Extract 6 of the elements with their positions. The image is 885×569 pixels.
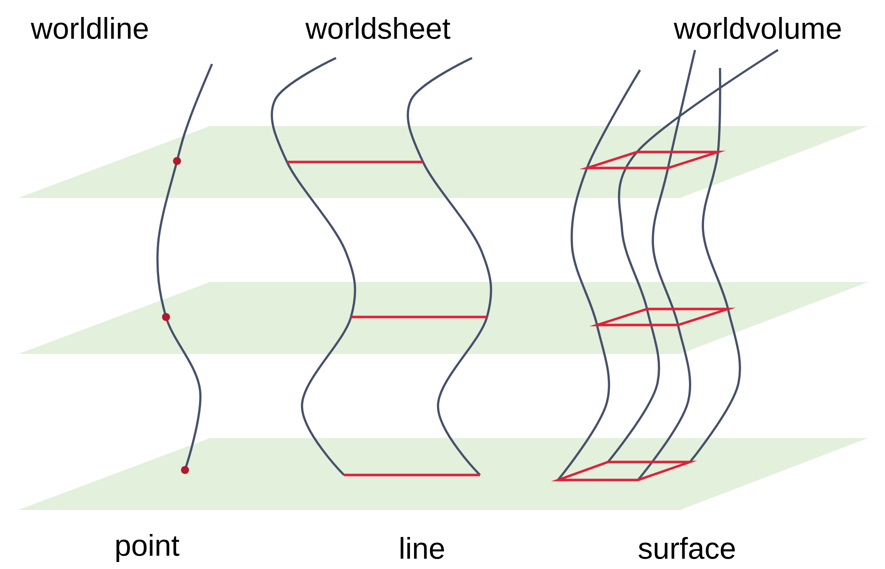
caption: line: [400, 536, 444, 559]
caption: surface: [638, 537, 735, 559]
caption: worldvolume: [674, 16, 841, 40]
caption: worldsheet: [305, 16, 450, 40]
caption: worldline: [30, 16, 148, 40]
caption: point: [116, 534, 180, 562]
